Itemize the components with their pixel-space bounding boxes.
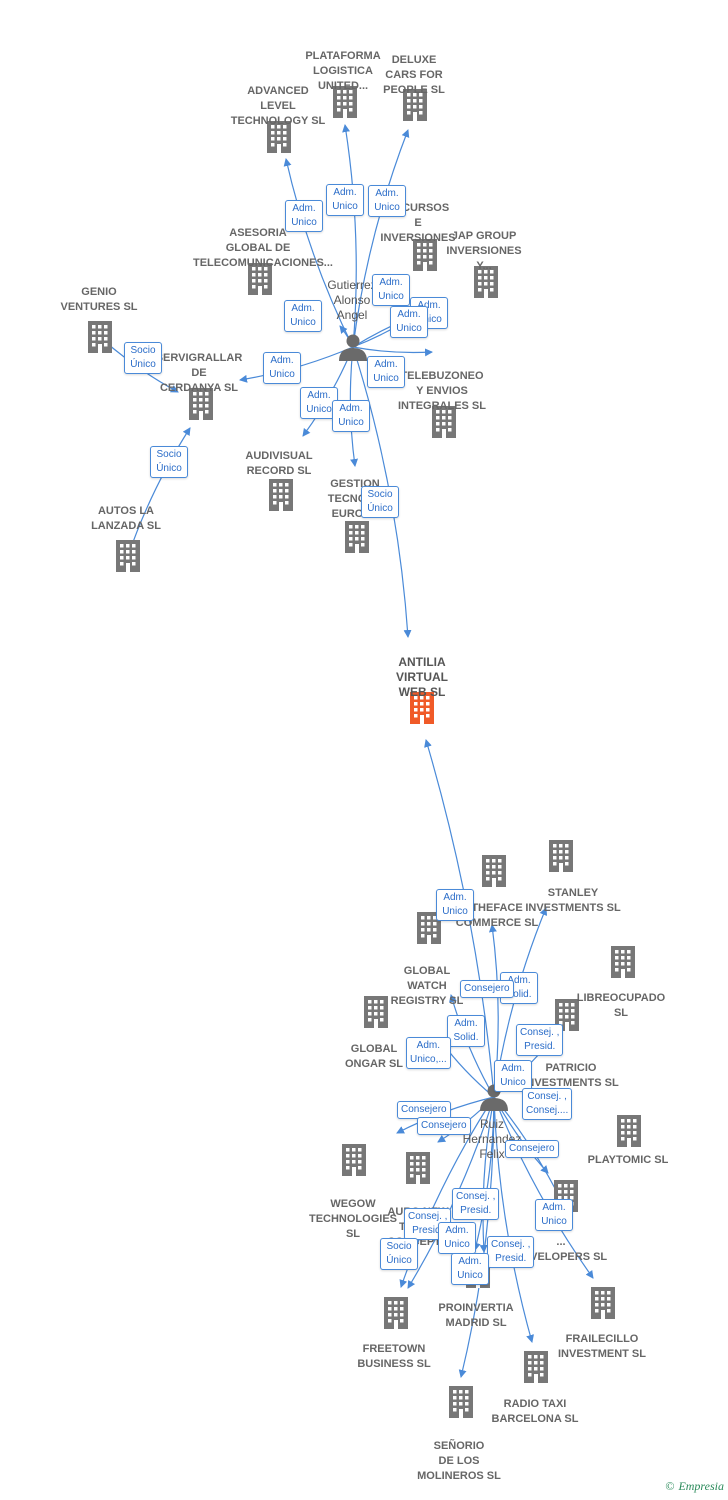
- company-label[interactable]: PLATAFORMA LOGISTICA UNITED...: [305, 50, 381, 92]
- relation-badge[interactable]: Consej. , Presid.: [452, 1188, 500, 1220]
- relation-edge: [352, 129, 410, 348]
- company-building-icon[interactable]: [345, 521, 369, 553]
- relation-badge[interactable]: Adm. Unico: [284, 300, 322, 332]
- relation-edge: [283, 158, 354, 348]
- company-label[interactable]: SEÑORIO DE LOS MOLINEROS SL: [417, 1440, 501, 1482]
- company-label[interactable]: WEGOW TECHNOLOGIES SL: [308, 1198, 397, 1240]
- company-building-icon[interactable]: [342, 1144, 366, 1176]
- relation-badge[interactable]: Adm. Unico: [494, 1060, 532, 1092]
- relation-badge[interactable]: Consejero: [417, 1117, 471, 1135]
- company-label[interactable]: TELEBUZONEO Y ENVIOS INTEGRALES SL: [397, 370, 486, 412]
- relation-badge[interactable]: Adm. Unico: [368, 185, 406, 217]
- relation-edge: [493, 1096, 594, 1279]
- company-label[interactable]: DELUXE CARS FOR PEOPLE SL: [383, 54, 445, 96]
- company-building-icon[interactable]: [482, 855, 506, 887]
- company-building-icon[interactable]: [611, 946, 635, 978]
- company-label[interactable]: ASESORIA GLOBAL DE TELECOMUNICACIONES...: [193, 227, 333, 269]
- company-label[interactable]: GLOBAL ONGAR SL: [344, 1043, 404, 1070]
- relation-badge[interactable]: Adm. Unico: [438, 1222, 476, 1254]
- copyright-symbol: ©: [665, 1479, 675, 1493]
- company-building-icon[interactable]: [549, 840, 573, 872]
- relation-badge[interactable]: Adm. Unico: [372, 274, 410, 306]
- relation-badge[interactable]: Adm. Unico: [326, 184, 364, 216]
- company-building-icon[interactable]: [88, 321, 112, 353]
- company-label[interactable]: STANLEY INVESTMENTS SL: [525, 887, 621, 914]
- company-building-icon[interactable]: [384, 1297, 408, 1329]
- company-label[interactable]: GLOBAL WATCH REGISTRY SL: [390, 965, 464, 1007]
- empresia-brand[interactable]: ©Empresia: [665, 1479, 724, 1494]
- company-label[interactable]: AUTOS LA LANZADA SL: [91, 505, 161, 532]
- relation-badge[interactable]: Adm. Solid.: [447, 1015, 485, 1047]
- company-label[interactable]: RADIO TAXI BARCELONA SL: [491, 1398, 579, 1425]
- relation-badge[interactable]: Socio Único: [380, 1238, 418, 1270]
- relation-badge[interactable]: Adm. Unico: [367, 356, 405, 388]
- relation-badge[interactable]: Consejero: [505, 1140, 559, 1158]
- company-label[interactable]: ADVANCED LEVEL TECHNOLOGY SL: [230, 85, 326, 127]
- relation-badge[interactable]: Consejero: [460, 980, 514, 998]
- company-label[interactable]: JAP GROUP INVERSIONES Y...: [446, 230, 522, 272]
- relation-edge: [479, 1096, 495, 1253]
- company-label[interactable]: FREETOWN BUSINESS SL: [357, 1343, 431, 1370]
- relation-badge[interactable]: Consejero: [397, 1101, 451, 1119]
- relation-badge[interactable]: Adm. Unico: [263, 352, 301, 384]
- relation-badge[interactable]: Consej. , Presid.: [487, 1236, 535, 1268]
- company-label[interactable]: GESTION TECNOL... EUROP...: [327, 478, 383, 520]
- company-label[interactable]: PROINVERTIA MADRID SL: [438, 1302, 514, 1329]
- relation-badge[interactable]: Adm. Unico: [535, 1199, 573, 1231]
- relation-badge[interactable]: Socio Único: [150, 446, 188, 478]
- relation-badge[interactable]: Consej. , Consej....: [522, 1088, 573, 1120]
- brand-name: Empresia: [678, 1479, 724, 1493]
- company-label[interactable]: GENIO VENTURES SL: [60, 286, 138, 313]
- company-building-icon[interactable]: [591, 1287, 615, 1319]
- company-label[interactable]: PATRICIO INVESTMENTS SL: [523, 1062, 619, 1089]
- relation-edge: [449, 994, 495, 1098]
- relation-badge[interactable]: Socio Único: [361, 486, 399, 518]
- relation-badge[interactable]: Adm. Unico: [332, 400, 370, 432]
- company-building-icon[interactable]: [116, 540, 140, 572]
- company-label[interactable]: FRAILECILLO INVESTMENT SL: [557, 1333, 646, 1360]
- company-label[interactable]: SERVIGRALLAR DE CERDANYA SL: [155, 352, 243, 394]
- company-label[interactable]: ANTILIA VIRTUAL WEB SL: [396, 655, 448, 699]
- company-label[interactable]: AUDIVISUAL RECORD SL: [245, 450, 313, 477]
- company-building-icon[interactable]: [406, 1152, 430, 1184]
- relation-badge[interactable]: Adm. Unico: [436, 889, 474, 921]
- relation-edge: [342, 124, 357, 348]
- relation-badge[interactable]: Adm. Unico,...: [406, 1037, 451, 1069]
- company-label[interactable]: PLAYTOMIC SL: [587, 1154, 669, 1166]
- relation-badge[interactable]: Consej. , Presid.: [516, 1024, 564, 1056]
- relation-badge[interactable]: Adm. Unico: [390, 306, 428, 338]
- company-building-icon[interactable]: [617, 1115, 641, 1147]
- relation-edge: [458, 1096, 495, 1378]
- company-label[interactable]: LIBREOCUPADO SL: [576, 992, 666, 1019]
- relation-badge[interactable]: Adm. Unico: [285, 200, 323, 232]
- person-label[interactable]: Gutierrez Alonso Angel: [327, 278, 377, 322]
- relation-badge[interactable]: Adm. Unico: [451, 1253, 489, 1285]
- relation-edge: [493, 1096, 534, 1343]
- person-icon[interactable]: [339, 334, 367, 362]
- relation-badge[interactable]: Socio Único: [124, 342, 162, 374]
- relation-edge: [352, 346, 433, 357]
